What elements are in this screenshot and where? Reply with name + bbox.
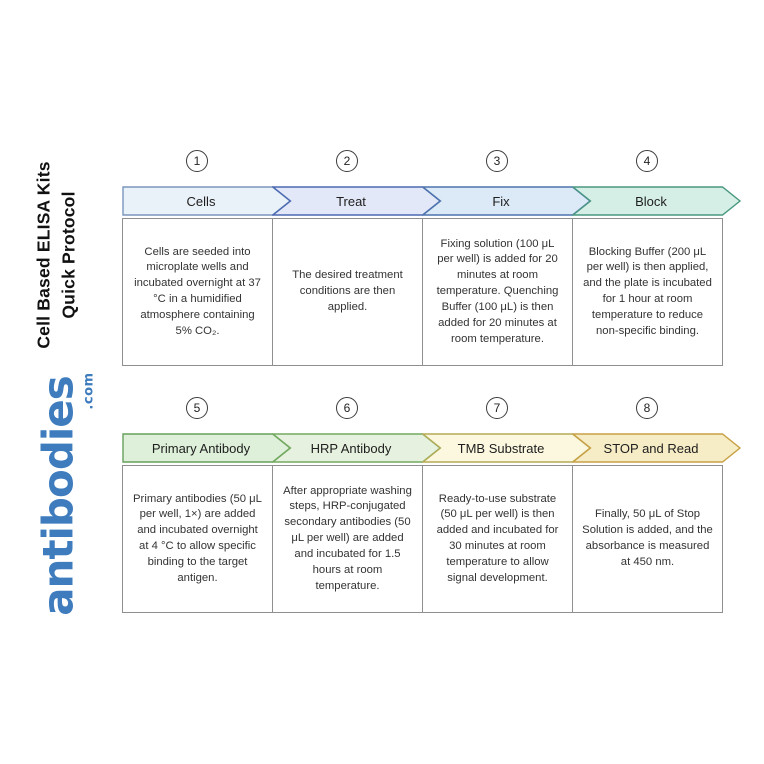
step-column-8: 8 STOP and Read Finally, 50 μL of Stop S…: [572, 397, 742, 613]
step-column-7: 7 TMB Substrate Ready-to-use substrate (…: [422, 397, 592, 613]
step-column-3: 3 Fix Fixing solution (100 μL per well) …: [422, 150, 592, 366]
steps-row-1: 1 Cells Cells are seeded into microplate…: [122, 150, 752, 366]
step-arrow-banner: Cells: [122, 186, 292, 216]
step-arrow-banner: STOP and Read: [572, 433, 742, 463]
step-title: HRP Antibody: [310, 440, 392, 456]
steps-row-2: 5 Primary Antibody Primary antibodies (5…: [122, 397, 752, 613]
step-column-1: 1 Cells Cells are seeded into microplate…: [122, 150, 292, 366]
step-description: Ready-to-use substrate (50 μL per well) …: [436, 492, 559, 584]
step-description-box: Ready-to-use substrate (50 μL per well) …: [422, 465, 573, 613]
vertical-title-line1: Cell Based ELISA Kits: [33, 161, 54, 349]
step-number-badge: 2: [336, 150, 358, 172]
step-title: TMB Substrate: [457, 440, 545, 456]
step-number-badge: 8: [636, 397, 658, 419]
step-title: Cells: [186, 193, 216, 209]
arrow-shape: [572, 433, 742, 463]
step-number-badge: 4: [636, 150, 658, 172]
step-column-2: 2 Treat The desired treatment conditions…: [272, 150, 442, 366]
step-description: Finally, 50 μL of Stop Solution is added…: [582, 508, 713, 568]
step-description-box: Primary antibodies (50 μL per well, 1×) …: [122, 465, 273, 613]
step-title: Treat: [336, 193, 366, 209]
vertical-title: Cell Based ELISA Kits Quick Protocol: [32, 161, 83, 348]
step-arrow-banner: Primary Antibody: [122, 433, 292, 463]
step-description: The desired treatment conditions are the…: [292, 269, 403, 313]
step-description-box: Finally, 50 μL of Stop Solution is added…: [572, 465, 723, 613]
step-description-box: Fixing solution (100 μL per well) is add…: [422, 218, 573, 366]
step-description: Fixing solution (100 μL per well) is add…: [436, 237, 559, 345]
step-description-box: Cells are seeded into microplate wells a…: [122, 218, 273, 366]
step-column-4: 4 Block Blocking Buffer (200 μL per well…: [572, 150, 742, 366]
step-number-badge: 5: [186, 397, 208, 419]
step-title: Block: [635, 193, 667, 209]
step-column-5: 5 Primary Antibody Primary antibodies (5…: [122, 397, 292, 613]
step-title: Fix: [492, 193, 510, 209]
step-number-badge: 7: [486, 397, 508, 419]
step-column-6: 6 HRP Antibody After appropriate washing…: [272, 397, 442, 613]
brand-logo: antibodies: [33, 376, 83, 616]
step-description: Blocking Buffer (200 μL per well) is the…: [583, 245, 712, 337]
step-description-box: After appropriate washing steps, HRP-con…: [272, 465, 423, 613]
step-description: Cells are seeded into microplate wells a…: [134, 245, 261, 337]
step-description-box: Blocking Buffer (200 μL per well) is the…: [572, 218, 723, 366]
step-arrow-banner: Treat: [272, 186, 442, 216]
step-description: After appropriate washing steps, HRP-con…: [283, 484, 412, 592]
step-arrow-banner: Fix: [422, 186, 592, 216]
step-arrow-banner: HRP Antibody: [272, 433, 442, 463]
step-description: Primary antibodies (50 μL per well, 1×) …: [133, 492, 262, 584]
step-number-badge: 1: [186, 150, 208, 172]
brand-logo-suffix: .com: [81, 372, 97, 410]
step-arrow-banner: TMB Substrate: [422, 433, 592, 463]
vertical-title-line2: Quick Protocol: [59, 191, 79, 319]
step-number-badge: 6: [336, 397, 358, 419]
step-number-badge: 3: [486, 150, 508, 172]
step-title: Primary Antibody: [151, 440, 251, 456]
step-title: STOP and Read: [603, 440, 699, 456]
arrow-shape: [572, 186, 742, 216]
step-description-box: The desired treatment conditions are the…: [272, 218, 423, 366]
step-arrow-banner: Block: [572, 186, 742, 216]
